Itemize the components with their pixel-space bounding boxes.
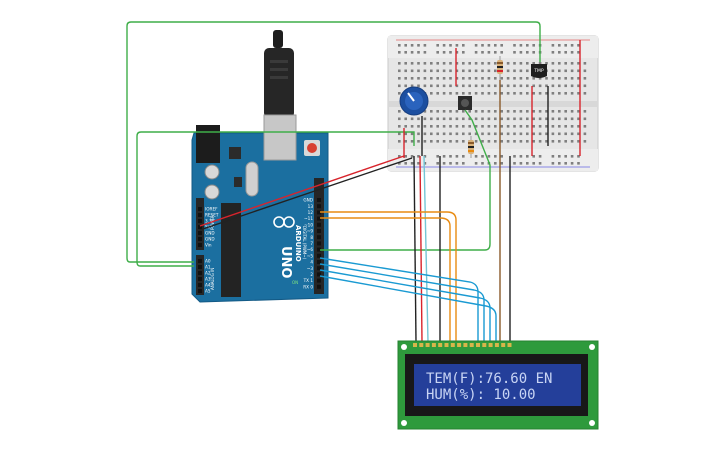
lcd-line-1: TEM(F):76.60 EN xyxy=(426,371,552,387)
arduino-board: ARDUINO UNO DIGITAL (PWM~) POWER ANALOG … xyxy=(191,30,329,303)
lcd-pin xyxy=(431,343,436,347)
power-header xyxy=(196,198,204,250)
wire-blue-1 xyxy=(319,257,479,342)
pin-label: ~6 xyxy=(307,247,314,252)
lcd-pin xyxy=(419,343,424,347)
power-label: POWER xyxy=(210,215,215,230)
pin-label: A0 xyxy=(205,259,211,264)
pin-label: ~3 xyxy=(307,266,314,271)
lcd-line-2: HUM(%): 10.00 xyxy=(426,387,536,403)
pin-label: ~5 xyxy=(307,253,314,258)
lcd-pin xyxy=(463,343,468,347)
pin-label: Vin xyxy=(205,243,212,248)
pin-label: 4 xyxy=(310,260,313,265)
lcd-screen xyxy=(414,364,581,406)
pin-label: 13 xyxy=(308,204,314,209)
arduino-brand: ARDUINO xyxy=(294,225,302,262)
lcd-pin xyxy=(413,343,417,347)
potentiometer[interactable] xyxy=(399,86,429,116)
pin-label: A1 xyxy=(205,265,211,270)
pin-label: TX 1 xyxy=(303,278,314,283)
push-button[interactable] xyxy=(458,96,472,110)
lcd-pin-header xyxy=(413,343,512,347)
pin-label: 8 xyxy=(310,235,313,240)
lcd-pin xyxy=(507,343,512,347)
power-jack xyxy=(196,125,220,163)
lcd-pin xyxy=(488,343,493,347)
reset-button[interactable] xyxy=(307,143,317,153)
lcd-pin xyxy=(501,343,506,347)
wire-blue-3 xyxy=(319,269,491,342)
pin-label: GND xyxy=(205,237,215,242)
lcd-pin xyxy=(425,343,430,347)
temperature-sensor: TMP xyxy=(531,64,547,78)
wire-blue-2 xyxy=(319,263,485,342)
atmega-chip xyxy=(221,203,241,297)
pin-label: A4 xyxy=(205,283,211,288)
lcd-pin xyxy=(494,343,499,347)
wire-cyan-lcd xyxy=(423,155,429,343)
pin-label: RESET xyxy=(205,213,219,218)
pin-label: ~11 xyxy=(304,216,313,221)
lcd-pin xyxy=(450,343,455,347)
pin-label: 3.3V xyxy=(205,219,215,224)
analog-label: ANALOG IN xyxy=(210,268,215,290)
resistor-bottom xyxy=(468,136,474,158)
wire-black-gnd xyxy=(199,157,413,231)
wire-orange-2 xyxy=(320,217,451,342)
pin-label: GND xyxy=(205,231,215,236)
resistor-top xyxy=(497,56,503,80)
digital-label: DIGITAL (PWM~) xyxy=(302,226,307,260)
lcd-pin xyxy=(438,343,443,347)
lcd-pin xyxy=(457,343,462,347)
lcd-pin xyxy=(444,343,449,347)
pin-label: 12 xyxy=(308,210,314,215)
wire-green-pot xyxy=(136,131,415,267)
lcd-pin xyxy=(469,343,474,347)
pin-label: RX 0 xyxy=(303,284,313,289)
wire-blue-4 xyxy=(319,275,497,342)
pin-label: A2 xyxy=(205,271,211,276)
pin-label: ~10 xyxy=(304,222,313,227)
breadboard-holes xyxy=(398,44,587,165)
wire-orange-1 xyxy=(320,211,457,342)
pin-label: 2 xyxy=(310,272,313,277)
lcd-pin xyxy=(482,343,487,347)
wire-black-lcd-1 xyxy=(413,155,417,343)
wire-red-5v xyxy=(199,155,405,227)
usb-connector xyxy=(263,114,297,161)
sensor-label: TMP xyxy=(533,68,544,74)
pin-label: IOREF xyxy=(205,207,218,212)
on-led-label: ON xyxy=(292,280,298,285)
arduino-model: UNO xyxy=(278,246,293,279)
arduino-logo xyxy=(273,216,295,228)
pin-label: GND xyxy=(303,198,313,203)
wires xyxy=(126,21,581,343)
usb-plug xyxy=(264,48,294,118)
pin-label: A3 xyxy=(205,277,211,282)
pin-label: ~9 xyxy=(307,229,314,234)
usb-cable xyxy=(273,30,283,48)
wire-red-lcd xyxy=(419,155,423,343)
lcd-pin xyxy=(476,343,480,347)
wire-green-button xyxy=(320,109,491,251)
pin-label: 7 xyxy=(310,241,313,246)
lcd-module: TEM(F):76.60 EN HUM(%): 10.00 xyxy=(397,340,599,430)
pin-label: A5 xyxy=(205,289,211,294)
wire-green-sensor xyxy=(126,21,541,263)
